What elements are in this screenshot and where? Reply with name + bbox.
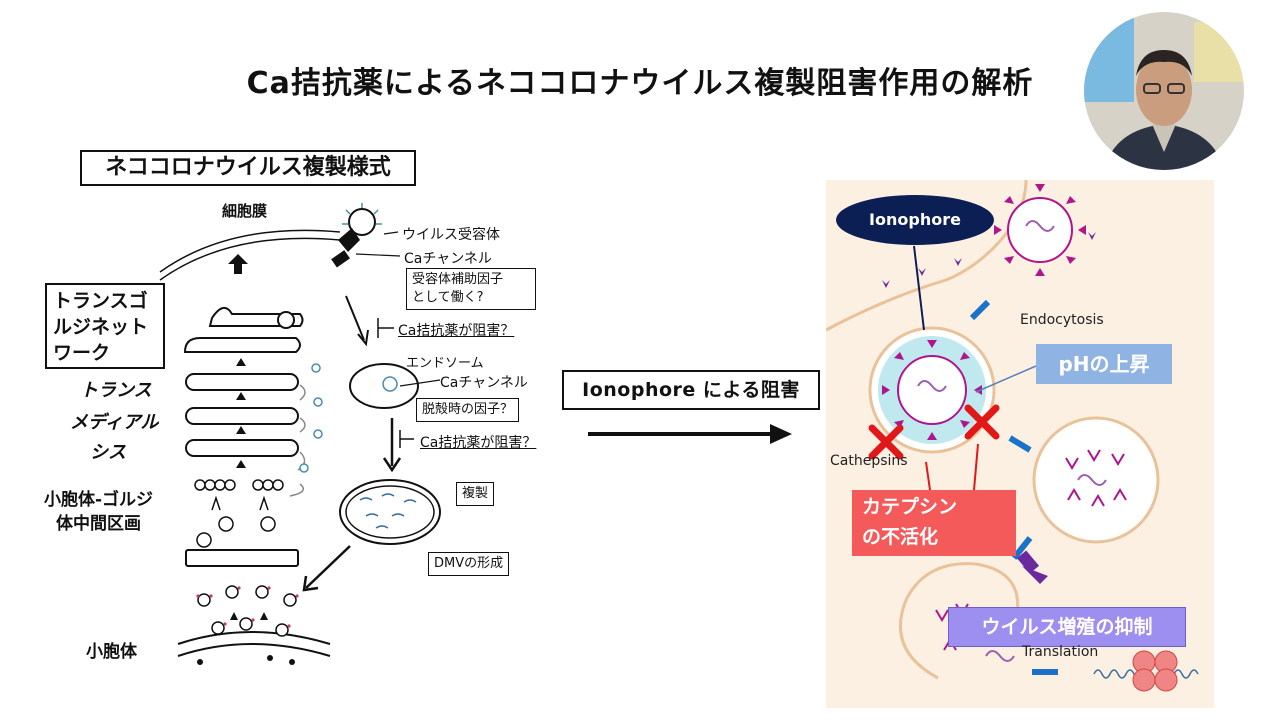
ca-channel-label-2: Caチャンネル: [440, 375, 528, 391]
inhibit-x-icon: [868, 404, 1000, 460]
ergic-label: 小胞体-ゴルジ 体中間区画: [44, 490, 154, 534]
translation-label: Translation: [1022, 644, 1099, 660]
receptor-cofactor-box: 受容体補助因子 として働く?: [406, 268, 536, 310]
trans-label: トランス: [80, 380, 152, 401]
ca-channel-label-1: Caチャンネル: [404, 251, 492, 267]
virus-receptor-label: ウイルス受容体: [402, 227, 500, 243]
ca-inhibit-label-2: Ca拮抗薬が阻害？: [420, 435, 537, 451]
dmv-box: DMVの形成: [428, 552, 510, 576]
right-arrow-icon: [588, 424, 792, 444]
ca-inhibit-label-1: Ca拮抗薬が阻害？: [398, 323, 515, 339]
cathepsins-label: Cathepsins: [830, 453, 908, 469]
medial-label: メディアル: [70, 412, 159, 433]
ionophore-inhibition-label: Ionophore による阻害: [562, 370, 820, 410]
virus-inhibition-box: ウイルス増殖の抑制: [948, 607, 1186, 647]
endosome-label: エンドソーム: [406, 356, 484, 371]
uncoating-factor-box: 脱殻時の因子？: [416, 398, 520, 422]
replication-box: 複製: [456, 482, 495, 506]
tgn-label: トランスゴ ルジネット ワーク: [45, 283, 165, 369]
cis-label: シス: [90, 442, 126, 463]
ionophore-label: Ionophore: [836, 195, 994, 245]
slide-title: Ca拮抗薬によるネココロナウイルス複製阻害作用の解析: [246, 66, 1034, 101]
presenter-photo: [1084, 12, 1244, 170]
section-title: ネココロナウイルス複製様式: [80, 150, 416, 186]
ph-rise-box: pHの上昇: [1036, 344, 1172, 384]
cell-membrane-label: 細胞膜: [222, 202, 268, 220]
endocytosis-label: Endocytosis: [1020, 312, 1104, 328]
er-label: 小胞体: [86, 642, 137, 662]
replication-diagram: [159, 203, 441, 665]
up-arrow-icon: [228, 254, 248, 274]
cathepsin-inactivation-box: カテプシン の不活化: [852, 490, 1016, 556]
